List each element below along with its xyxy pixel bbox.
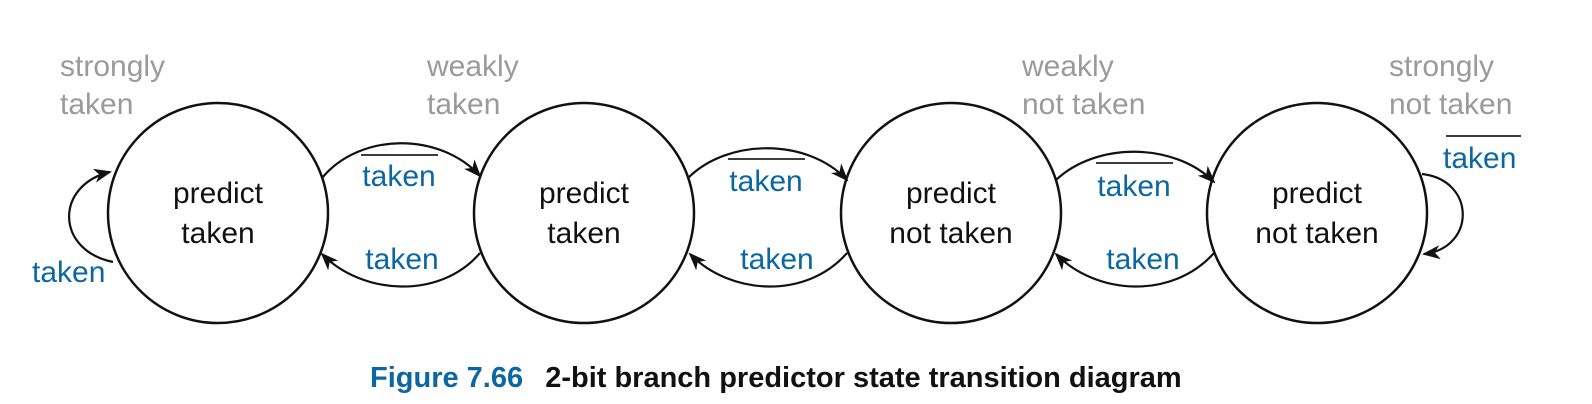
state-1-text-line1: predict	[173, 177, 264, 210]
forward-arrow-1-2	[321, 142, 482, 179]
back-3-2-label: taken	[740, 243, 813, 276]
state-3-text-line2: not taken	[889, 217, 1012, 250]
forward-arrow-2-3	[687, 147, 849, 182]
state-4-label-line1: strongly	[1389, 50, 1494, 83]
state-4-circle	[1205, 101, 1429, 325]
state-3-label-line2: not taken	[1022, 88, 1145, 121]
self-loop-right-label: taken	[1443, 142, 1516, 175]
self-loop-left-arrow	[68, 168, 114, 264]
forward-1-2-label: taken	[362, 160, 435, 193]
back-2-1-label: taken	[365, 243, 438, 276]
state-2-text-line2: taken	[547, 217, 620, 250]
state-2-label-line1: weakly	[426, 50, 519, 83]
back-4-3-label: taken	[1106, 243, 1179, 276]
forward-arrow-3-4	[1055, 150, 1216, 184]
figure-caption: Figure 7.66 2-bit branch predictor state…	[370, 362, 1182, 394]
state-1-label-line2: taken	[60, 88, 133, 121]
figure-number: Figure 7.66	[370, 362, 523, 394]
forward-3-4-label: taken	[1097, 170, 1170, 203]
back-arrow-3-2	[688, 252, 848, 288]
state-1-circle	[106, 101, 330, 325]
state-2-label-line2: taken	[427, 88, 500, 121]
state-3-label-line1: weakly	[1021, 50, 1114, 83]
state-3-circle	[839, 101, 1063, 325]
figure-title: 2-bit branch predictor state transition …	[545, 362, 1182, 394]
self-loop-right-arrow	[1421, 172, 1464, 260]
self-loop-left-label: taken	[32, 256, 105, 289]
back-arrow-2-1	[320, 252, 481, 288]
state-4-text-line1: predict	[1272, 177, 1363, 210]
state-1-label-line1: strongly	[60, 50, 165, 83]
state-3-text-line1: predict	[906, 177, 997, 210]
state-2-text-line1: predict	[539, 177, 630, 210]
state-4-label-line2: not taken	[1389, 88, 1512, 121]
state-4-text-line2: not taken	[1255, 217, 1378, 250]
back-arrow-4-3	[1054, 252, 1215, 288]
state-2-circle	[472, 101, 696, 325]
state-1-text-line2: taken	[181, 217, 254, 250]
forward-2-3-label: taken	[729, 165, 802, 198]
